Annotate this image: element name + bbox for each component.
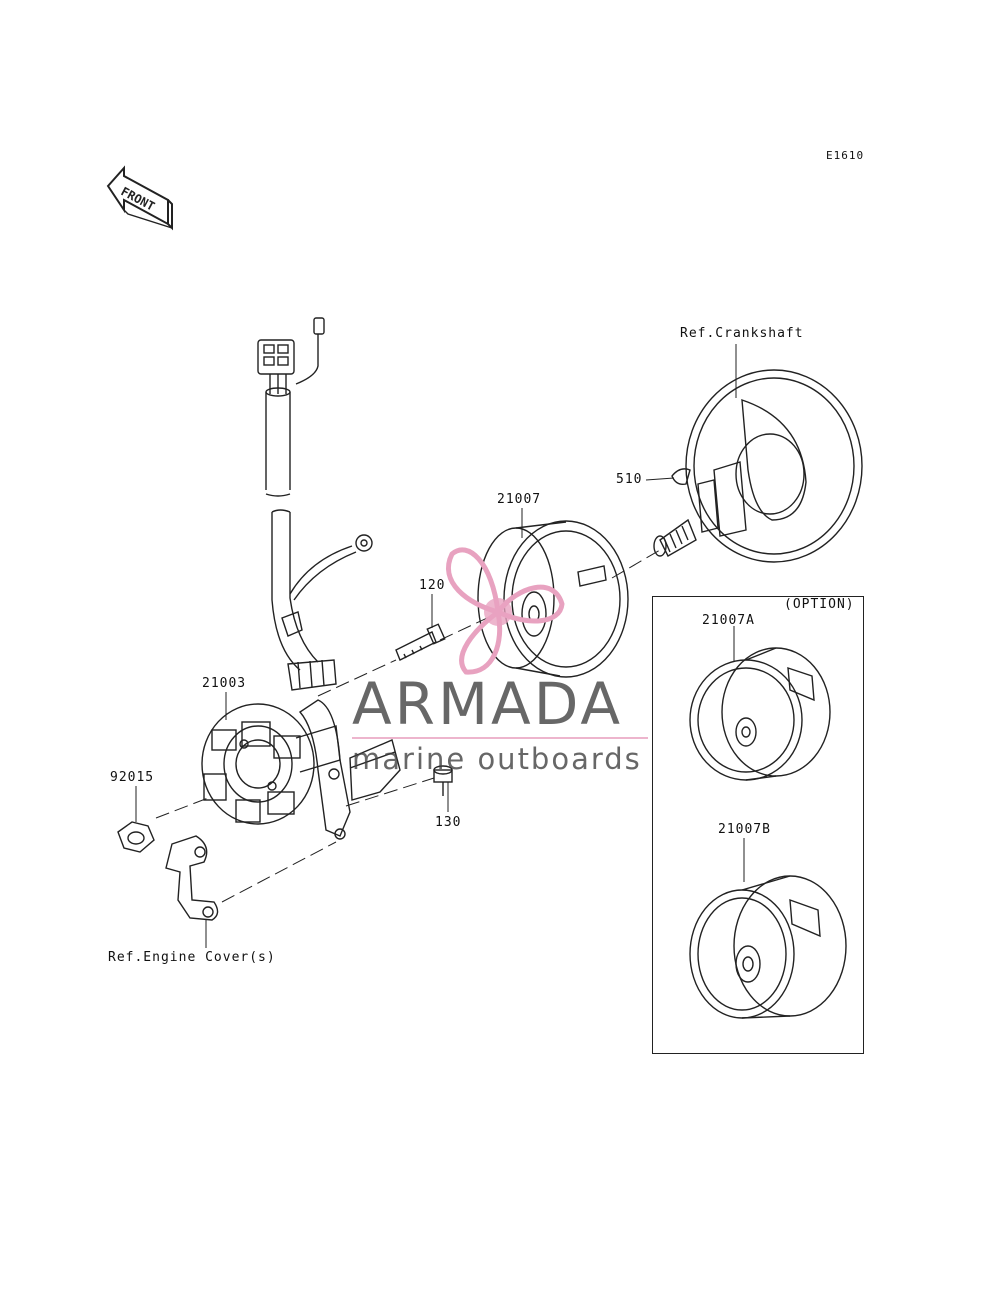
callout-21007: 21007 xyxy=(497,492,542,507)
watermark-rule xyxy=(352,737,648,739)
key-510 xyxy=(671,468,691,486)
callout-21007A: 21007A xyxy=(702,613,755,628)
pickup-bracket xyxy=(298,699,401,840)
callout-92015: 92015 xyxy=(110,770,155,785)
callout-21003: 21003 xyxy=(202,676,247,691)
leader-lines xyxy=(135,344,745,948)
callout-ref-engine-cover: Ref.Engine Cover(s) xyxy=(108,950,276,965)
flywheel-21007A xyxy=(689,647,831,781)
flywheel-21007B xyxy=(689,875,847,1019)
option-box xyxy=(652,596,864,1054)
bolt-120 xyxy=(395,623,446,661)
diagram-code: E1610 xyxy=(826,149,865,162)
watermark-tagline: marine outboards xyxy=(352,742,642,776)
callout-510: 510 xyxy=(616,472,643,487)
engine-cover-bracket xyxy=(165,835,219,921)
callout-21007B: 21007B xyxy=(718,822,771,837)
callout-130: 130 xyxy=(435,815,462,830)
crankshaft xyxy=(653,369,863,563)
option-label: (OPTION) xyxy=(784,597,855,612)
watermark-brand: ARMADA xyxy=(352,670,624,738)
harness-cable xyxy=(265,387,373,691)
harness-connector xyxy=(257,317,325,394)
bolt-130 xyxy=(433,765,453,796)
armada-logo-icon xyxy=(446,547,565,675)
nut-92015 xyxy=(117,821,155,853)
front-arrow-icon: FRONT xyxy=(106,165,173,231)
callout-ref-crankshaft: Ref.Crankshaft xyxy=(680,326,804,341)
stator-21003 xyxy=(201,703,341,825)
callout-120: 120 xyxy=(419,578,446,593)
